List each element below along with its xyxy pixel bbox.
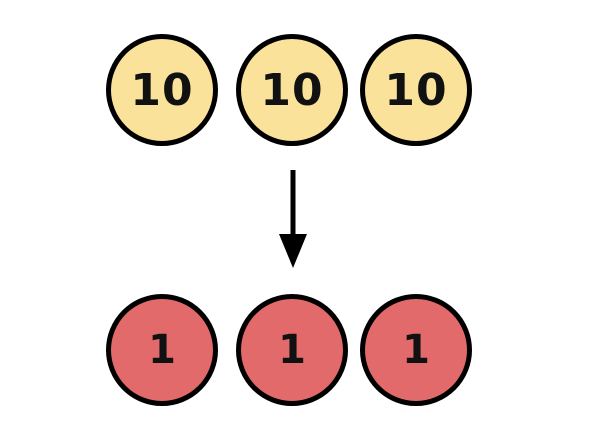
- coin-label: 1: [148, 327, 176, 373]
- coin-label: 1: [278, 327, 306, 373]
- tens-coin-row: 10 10 10: [0, 30, 597, 160]
- one-coin: 1: [106, 294, 218, 406]
- arrow-head: [279, 234, 307, 268]
- ten-coin: 10: [106, 34, 218, 146]
- arrow-down-icon: [279, 170, 307, 268]
- coin-label: 1: [402, 327, 430, 373]
- coin-label: 10: [384, 64, 448, 116]
- coin-label: 10: [260, 64, 324, 116]
- ten-coin: 10: [360, 34, 472, 146]
- coin-label: 10: [130, 64, 194, 116]
- one-coin: 1: [236, 294, 348, 406]
- ones-coin-row: 1 1 1: [0, 290, 597, 420]
- ten-coin: 10: [236, 34, 348, 146]
- one-coin: 1: [360, 294, 472, 406]
